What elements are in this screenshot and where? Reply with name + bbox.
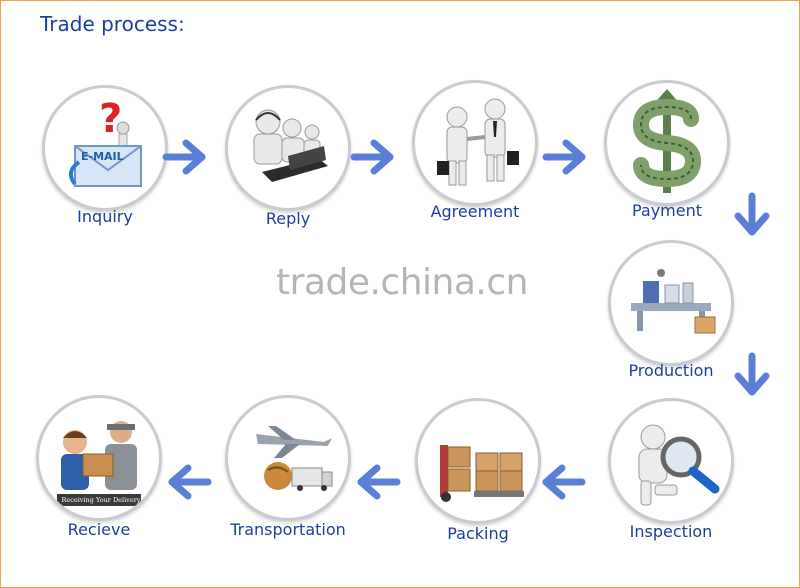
call-center-icon	[253, 109, 328, 182]
step-transportation: Transportation	[213, 395, 363, 565]
step-label: Recieve	[67, 520, 131, 539]
plane-truck-icon	[256, 426, 333, 491]
step-label: Reply	[265, 209, 311, 228]
arrow-down-icon	[728, 350, 776, 398]
arrow-right-icon	[348, 133, 396, 181]
recieve-circle: Receiving Your Delivery	[36, 395, 162, 521]
agreement-circle	[412, 80, 538, 206]
magnifier-icon	[638, 424, 720, 506]
step-recieve: Receiving Your Delivery Recieve	[24, 395, 174, 565]
step-label: Payment	[631, 201, 703, 220]
arrow-left-icon	[540, 458, 588, 506]
step-inspection: Inspection	[596, 398, 746, 568]
svg-text:?: ?	[99, 96, 122, 142]
step-reply: Reply	[213, 85, 363, 255]
step-label: Production	[628, 361, 714, 380]
step-label: Agreement	[430, 202, 520, 221]
dollar-sign-icon	[632, 89, 702, 193]
step-agreement: Agreement	[400, 80, 550, 250]
arrow-right-icon	[160, 133, 208, 181]
svg-text:E-MAIL: E-MAIL	[81, 150, 124, 163]
transportation-circle	[225, 395, 351, 521]
arrow-left-icon	[355, 458, 403, 506]
step-label: Inspection	[629, 522, 713, 541]
arrow-right-icon	[540, 133, 588, 181]
step-inquiry: ? E-MAIL Inquiry	[30, 85, 180, 255]
email-question-icon: ? E-MAIL	[68, 96, 142, 187]
delivery-man-icon	[57, 421, 141, 506]
production-circle	[608, 240, 734, 366]
watermark-text: trade.china.cn	[276, 262, 528, 303]
arrow-left-icon	[166, 458, 214, 506]
handshake-icon	[437, 98, 519, 186]
arrow-down-icon	[728, 190, 776, 238]
reply-circle	[225, 85, 351, 211]
inspection-circle	[608, 398, 734, 524]
factory-line-icon	[631, 269, 716, 334]
page-title: Trade process:	[40, 12, 185, 36]
step-label: Inquiry	[77, 207, 133, 226]
step-production: Production	[596, 240, 746, 410]
cartons-icon	[440, 445, 524, 502]
inquiry-circle: ? E-MAIL	[42, 85, 168, 211]
packing-circle	[415, 398, 541, 524]
step-payment: Payment	[592, 80, 742, 250]
step-packing: Packing	[403, 398, 553, 568]
step-label: Packing	[447, 524, 509, 543]
step-label: Transportation	[230, 520, 346, 539]
payment-circle	[604, 80, 730, 206]
delivery-badge-text: Receiving Your Delivery	[61, 496, 141, 504]
